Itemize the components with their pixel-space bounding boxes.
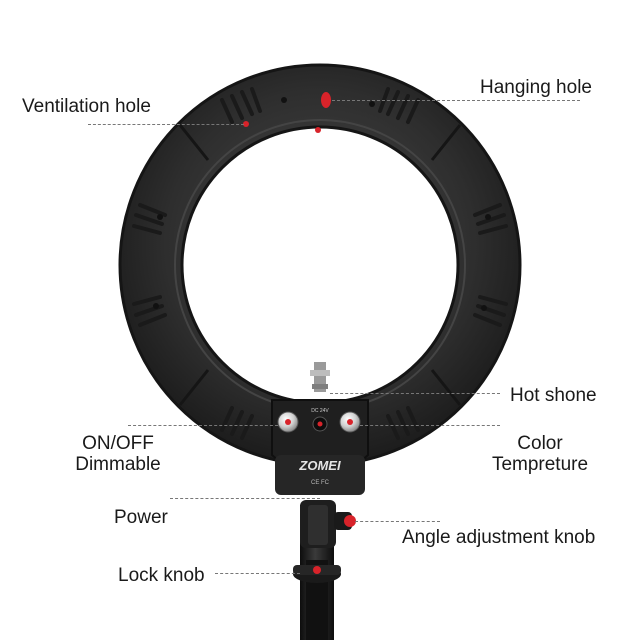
brand-logo: ZOMEI xyxy=(298,458,341,473)
leader-lock-knob xyxy=(215,573,300,574)
ventilation-hole-marker xyxy=(243,121,249,127)
label-ventilation-hole: Ventilation hole xyxy=(22,96,151,117)
label-power: Power xyxy=(114,507,168,528)
tilt-bracket xyxy=(300,500,356,548)
vent-ribs xyxy=(132,87,508,440)
label-hanging-hole: Hanging hole xyxy=(480,77,592,98)
certification-marks: CE FC xyxy=(311,480,330,486)
label-temperature: Tempreture xyxy=(491,454,589,475)
hanging-hole-marker xyxy=(321,92,331,108)
leader-ventilation-hole xyxy=(88,124,244,125)
leader-color xyxy=(360,425,500,426)
label-lock-knob: Lock knob xyxy=(118,565,205,586)
label-hot-shoe: Hot shone xyxy=(510,385,597,406)
leader-angle-knob xyxy=(355,521,440,522)
lock-knob xyxy=(293,565,341,583)
leader-hot-shoe xyxy=(330,393,500,394)
control-panel: DC 24V ZOMEI CE FC xyxy=(271,399,369,495)
label-on-off: ON/OFF xyxy=(82,433,154,454)
label-color: Color xyxy=(517,433,563,454)
label-dimmable: Dimmable xyxy=(75,454,161,475)
label-angle-knob: Angle adjustment knob xyxy=(402,527,596,548)
leader-hanging-hole xyxy=(332,100,580,101)
leader-power xyxy=(170,498,320,499)
hot-shoe-mount xyxy=(310,362,330,392)
leader-on-off xyxy=(128,425,278,426)
dc-label: DC 24V xyxy=(311,408,329,414)
ring-light xyxy=(118,63,522,467)
